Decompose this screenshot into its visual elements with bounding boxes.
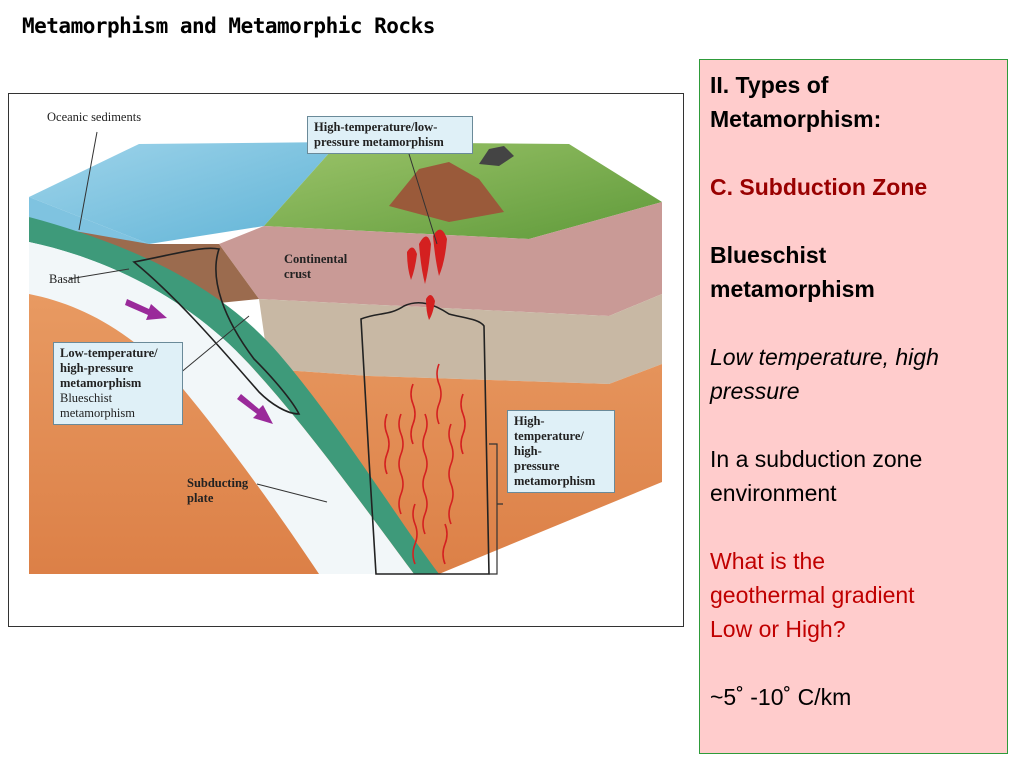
notes-environment-line-1: In a subduction zone <box>710 446 923 472</box>
label-subducting-plate: Subducting plate <box>187 476 248 506</box>
notes-conditions-line-1: Low temperature, high <box>710 344 939 370</box>
notes-type-line-2: metamorphism <box>710 276 875 302</box>
subduction-arrows <box>125 299 273 424</box>
notes-answer: ~5˚ -10˚ C/km <box>710 684 852 710</box>
volcano-smoke <box>479 146 514 166</box>
notes-heading-line-1: II. Types of <box>710 72 829 98</box>
box-high-temp-low-pressure: High-temperature/low- pressure metamorph… <box>307 116 473 154</box>
leader-line <box>178 315 250 375</box>
box-hthp-line-5: metamorphism <box>514 474 596 488</box>
notes-heading-line-2: Metamorphism: <box>710 106 882 132</box>
hthp-zone-outline <box>360 302 490 575</box>
slab-crust <box>29 217 439 574</box>
subduction-arrow <box>237 394 273 424</box>
box-hthp-line-3: high- <box>514 444 542 458</box>
box-lthp-line-3: metamorphism <box>60 376 142 390</box>
heat-arrow <box>410 383 416 445</box>
box-hthp-line-1: High- <box>514 414 545 428</box>
leader-line <box>256 483 328 503</box>
heat-arrow <box>412 503 418 565</box>
notes-heading: II. Types of Metamorphism: <box>710 68 997 136</box>
box-lthp-line-2: high-pressure <box>60 361 134 375</box>
subduction-illustration <box>29 131 662 575</box>
magma-plume <box>426 294 435 320</box>
heat-arrow <box>460 393 466 455</box>
notes-conditions-line-2: pressure <box>710 378 800 404</box>
lithosphere-band <box>259 294 662 384</box>
notes-question-line-3: Low or High? <box>710 616 846 642</box>
ocean-surface <box>29 142 339 244</box>
notes-panel: II. Types of Metamorphism: C. Subduction… <box>699 59 1008 754</box>
heat-arrow <box>448 423 454 525</box>
box-lthp-line-1: Low-temperature/ <box>60 346 158 360</box>
box-htlp-line-2: pressure metamorphism <box>314 135 444 149</box>
heat-arrow <box>436 363 442 425</box>
heat-arrows <box>384 363 466 565</box>
magma-plume <box>419 236 431 284</box>
magma-plume <box>407 247 417 280</box>
heat-arrow <box>422 413 428 535</box>
leader-line <box>408 153 438 245</box>
box-hthp-line-2: temperature/ <box>514 429 584 443</box>
heat-arrow <box>398 413 404 515</box>
label-continental-crust-line-1: Continental <box>284 252 348 266</box>
hthp-bracket <box>489 443 503 575</box>
label-subducting-plate-line-2: plate <box>187 491 214 505</box>
box-hthp-line-4: pressure <box>514 459 560 473</box>
notes-type-line-1: Blueschist <box>710 242 827 268</box>
notes-subheading: C. Subduction Zone <box>710 174 928 200</box>
subduction-arrow <box>125 299 167 320</box>
box-htlp-line-1: High-temperature/low- <box>314 120 438 134</box>
leader-line <box>78 131 98 231</box>
leader-line <box>68 268 130 280</box>
notes-type: Blueschist metamorphism <box>710 238 997 306</box>
box-low-temp-high-pressure: Low-temperature/ high-pressure metamorph… <box>53 342 183 425</box>
notes-environment: In a subduction zone environment <box>710 442 997 510</box>
label-continental-crust: Continental crust <box>284 252 347 282</box>
notes-conditions: Low temperature, high pressure <box>710 340 997 408</box>
slab-lithosphere <box>29 242 414 574</box>
heat-arrow <box>384 413 390 475</box>
notes-environment-line-2: environment <box>710 480 837 506</box>
label-oceanic-sediments: Oceanic sediments <box>47 110 142 124</box>
box-lthp-line-4: Blueschist <box>60 391 113 405</box>
subduction-diagram: Oceanic sediments Basalt Continental cru… <box>8 93 684 627</box>
label-subducting-plate-line-1: Subducting <box>187 476 249 490</box>
box-high-temp-high-pressure: High- temperature/ high- pressure metamo… <box>507 410 615 493</box>
blueschist-zone-outline <box>132 247 301 415</box>
notes-question-line-1: What is the <box>710 548 826 574</box>
heat-arrow <box>442 523 448 565</box>
notes-question: What is the geothermal gradient Low or H… <box>710 544 997 646</box>
notes-question-line-2: geothermal gradient <box>710 582 915 608</box>
volcano <box>389 162 504 222</box>
label-basalt: Basalt <box>49 272 81 286</box>
leader-lines <box>68 131 438 503</box>
box-lthp-line-5: metamorphism <box>60 406 135 420</box>
label-continental-crust-line-2: crust <box>284 267 312 281</box>
slide-title: Metamorphism and Metamorphic Rocks <box>22 14 435 38</box>
